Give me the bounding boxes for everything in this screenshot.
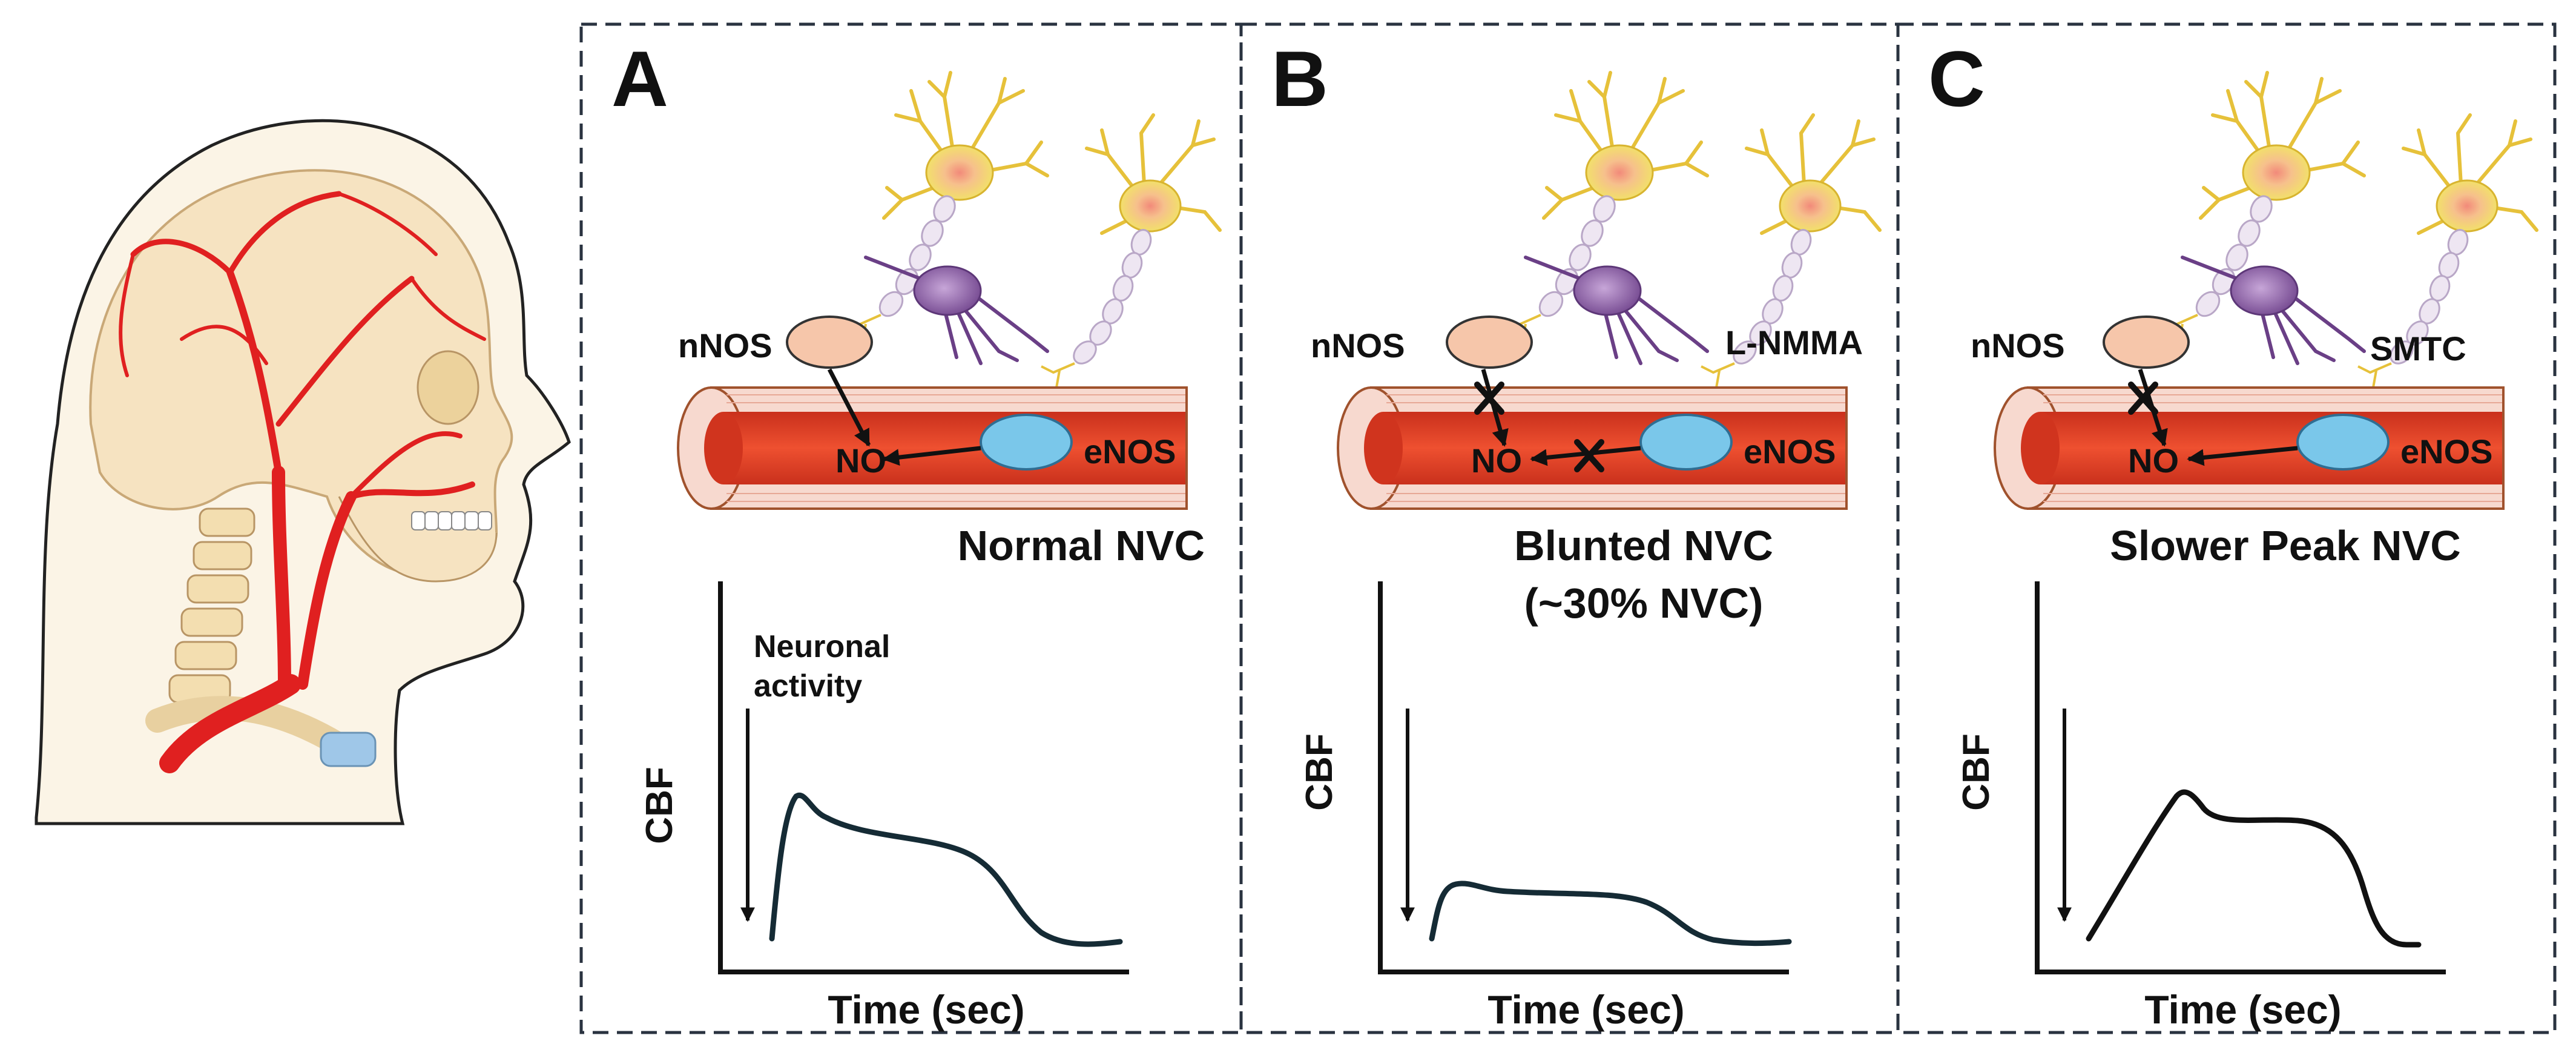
panel-b-enos (1639, 414, 1733, 471)
panel-c-enos (2296, 414, 2390, 471)
panel-c: C nNOS SMTC eNOS NO Slower Peak NVC CBF … (1896, 22, 2557, 1034)
skull (89, 169, 513, 577)
panel-b-chart: CBF Time (sec) (1299, 581, 1792, 1032)
panel-c-no-label: NO (2128, 441, 2179, 480)
panel-a-cbf-trace (769, 792, 1123, 947)
panel-b-nnos-label: nNOS (1311, 326, 1405, 365)
panel-b-no-label: NO (1471, 441, 1522, 480)
panel-c-enos-label: eNOS (2400, 432, 2493, 471)
panel-c-enos-arrow (2187, 446, 2298, 466)
panel-c-nnos (2103, 316, 2190, 369)
panel-c-caption-1: Slower Peak NVC (2110, 522, 2461, 569)
panel-c-cbf-trace (2086, 789, 2422, 948)
panel-a-chart: CBF Time (sec) (639, 581, 1129, 1032)
panel-a: A nNOS eNOS NO Normal NVC Neuronal activ… (579, 22, 1243, 1034)
panel-b-ylabel: CBF (1299, 733, 1340, 810)
panel-a-xlabel: Time (sec) (828, 987, 1024, 1032)
panel-c-border (1896, 22, 2557, 1034)
panel-a-nnos (786, 316, 873, 369)
panel-a-caption-1: Normal NVC (958, 522, 1205, 569)
panel-a-enos-arrow (882, 446, 981, 466)
panel-c-nnos-label: nNOS (1971, 326, 2065, 365)
panel-a-enos-label: eNOS (1084, 432, 1176, 471)
panel-a-enos (980, 414, 1073, 471)
panel-a-nnos-label: nNOS (678, 326, 772, 365)
panel-b-nnos (1446, 316, 1533, 369)
panel-a-ylabel: CBF (639, 767, 680, 844)
panel-c-nnos-block-icon (2128, 382, 2158, 415)
panel-b: B nNOS L-NMMA eNOS NO Blunted NVC (~30% … (1239, 22, 1900, 1034)
panel-c-letter: C (1928, 35, 1985, 123)
panel-c-xlabel: Time (sec) (2144, 987, 2341, 1032)
head-arteries-icon (35, 119, 571, 825)
panel-a-border (579, 22, 1243, 1034)
panel-b-xlabel: Time (sec) (1487, 987, 1684, 1032)
panel-b-caption-1: Blunted NVC (1514, 522, 1773, 569)
panel-b-caption-2: (~30% NVC) (1524, 580, 1764, 627)
panel-b-enos-label: eNOS (1744, 432, 1836, 471)
panel-a-letter: A (611, 35, 668, 123)
panel-a-no-label: NO (835, 441, 886, 480)
panel-b-cbf-trace (1429, 881, 1792, 947)
panel-b-border (1239, 22, 1900, 1034)
panel-c-chart: CBF Time (sec) (1955, 581, 2446, 1032)
panel-b-nnos-block-icon (1474, 382, 1504, 415)
panel-a-stimulus-2: activity (754, 669, 862, 704)
panel-c-ylabel: CBF (1955, 733, 1997, 810)
panel-a-nnos-arrow (827, 368, 871, 447)
panel-a-stimulus-1: Neuronal (754, 629, 890, 664)
panel-b-drug-label: L-NMMA (1725, 323, 1863, 362)
panel-b-enos-block-icon (1574, 439, 1604, 472)
panel-b-letter: B (1271, 35, 1328, 123)
panel-c-drug-label: SMTC (2370, 329, 2466, 368)
